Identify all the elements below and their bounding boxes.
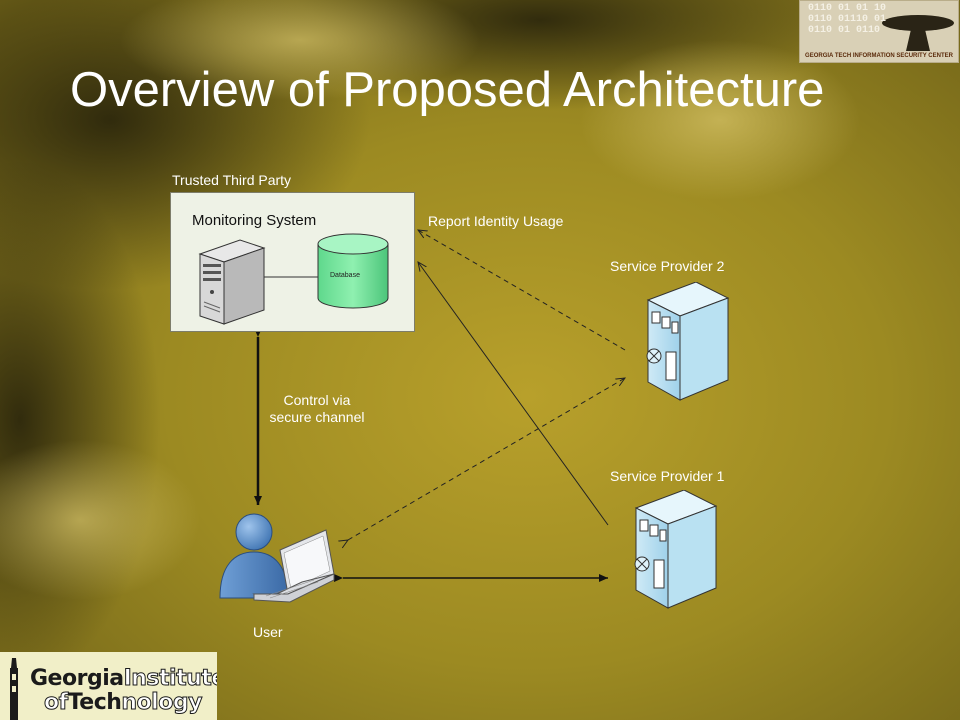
slide-title: Overview of Proposed Architecture (70, 63, 825, 117)
user-sp2-dashed-arrow (348, 378, 625, 540)
gtisc-logo-text: GEORGIA TECH INFORMATION SECURITY CENTER (805, 53, 953, 59)
service-provider-1-label: Service Provider 1 (610, 468, 725, 484)
server-icon (198, 239, 266, 325)
service-provider-1-building-icon (634, 490, 718, 609)
trusted-third-party-label: Trusted Third Party (172, 172, 292, 188)
gt-logo-georgia: Georgia (30, 666, 124, 691)
database-label: Database (330, 272, 360, 279)
monitoring-system-graphics (198, 233, 389, 325)
report-identity-usage-arrow (418, 230, 626, 351)
database-icon (317, 233, 389, 309)
gtisc-logo: 0110 01 01 10 0110 01110 01 0110 01 0110… (799, 0, 959, 63)
gt-logo-of: of (44, 690, 69, 716)
gt-logo-institute: Institute (123, 666, 217, 692)
gtisc-logo-bits: 0110 01 01 10 0110 01110 01 0110 01 0110 (808, 3, 887, 36)
gt-logo-nology: nology (121, 690, 203, 716)
user-label: User (253, 624, 283, 640)
report-identity-usage-label: Report Identity Usage (428, 213, 564, 229)
service-provider-2-building-icon (646, 282, 730, 401)
monitoring-system-label: Monitoring System (192, 212, 317, 229)
gt-logo-tech: Tech (67, 690, 122, 715)
georgia-tech-logo: GeorgiaInstitute ofTechnology (0, 652, 217, 720)
sp1-to-ttp-arrow (418, 262, 609, 526)
service-provider-2-label: Service Provider 2 (610, 258, 725, 274)
tech-tower-icon (10, 658, 18, 720)
user-with-laptop-icon (219, 513, 335, 603)
secure-channel-label: Control via secure channel (269, 392, 365, 425)
